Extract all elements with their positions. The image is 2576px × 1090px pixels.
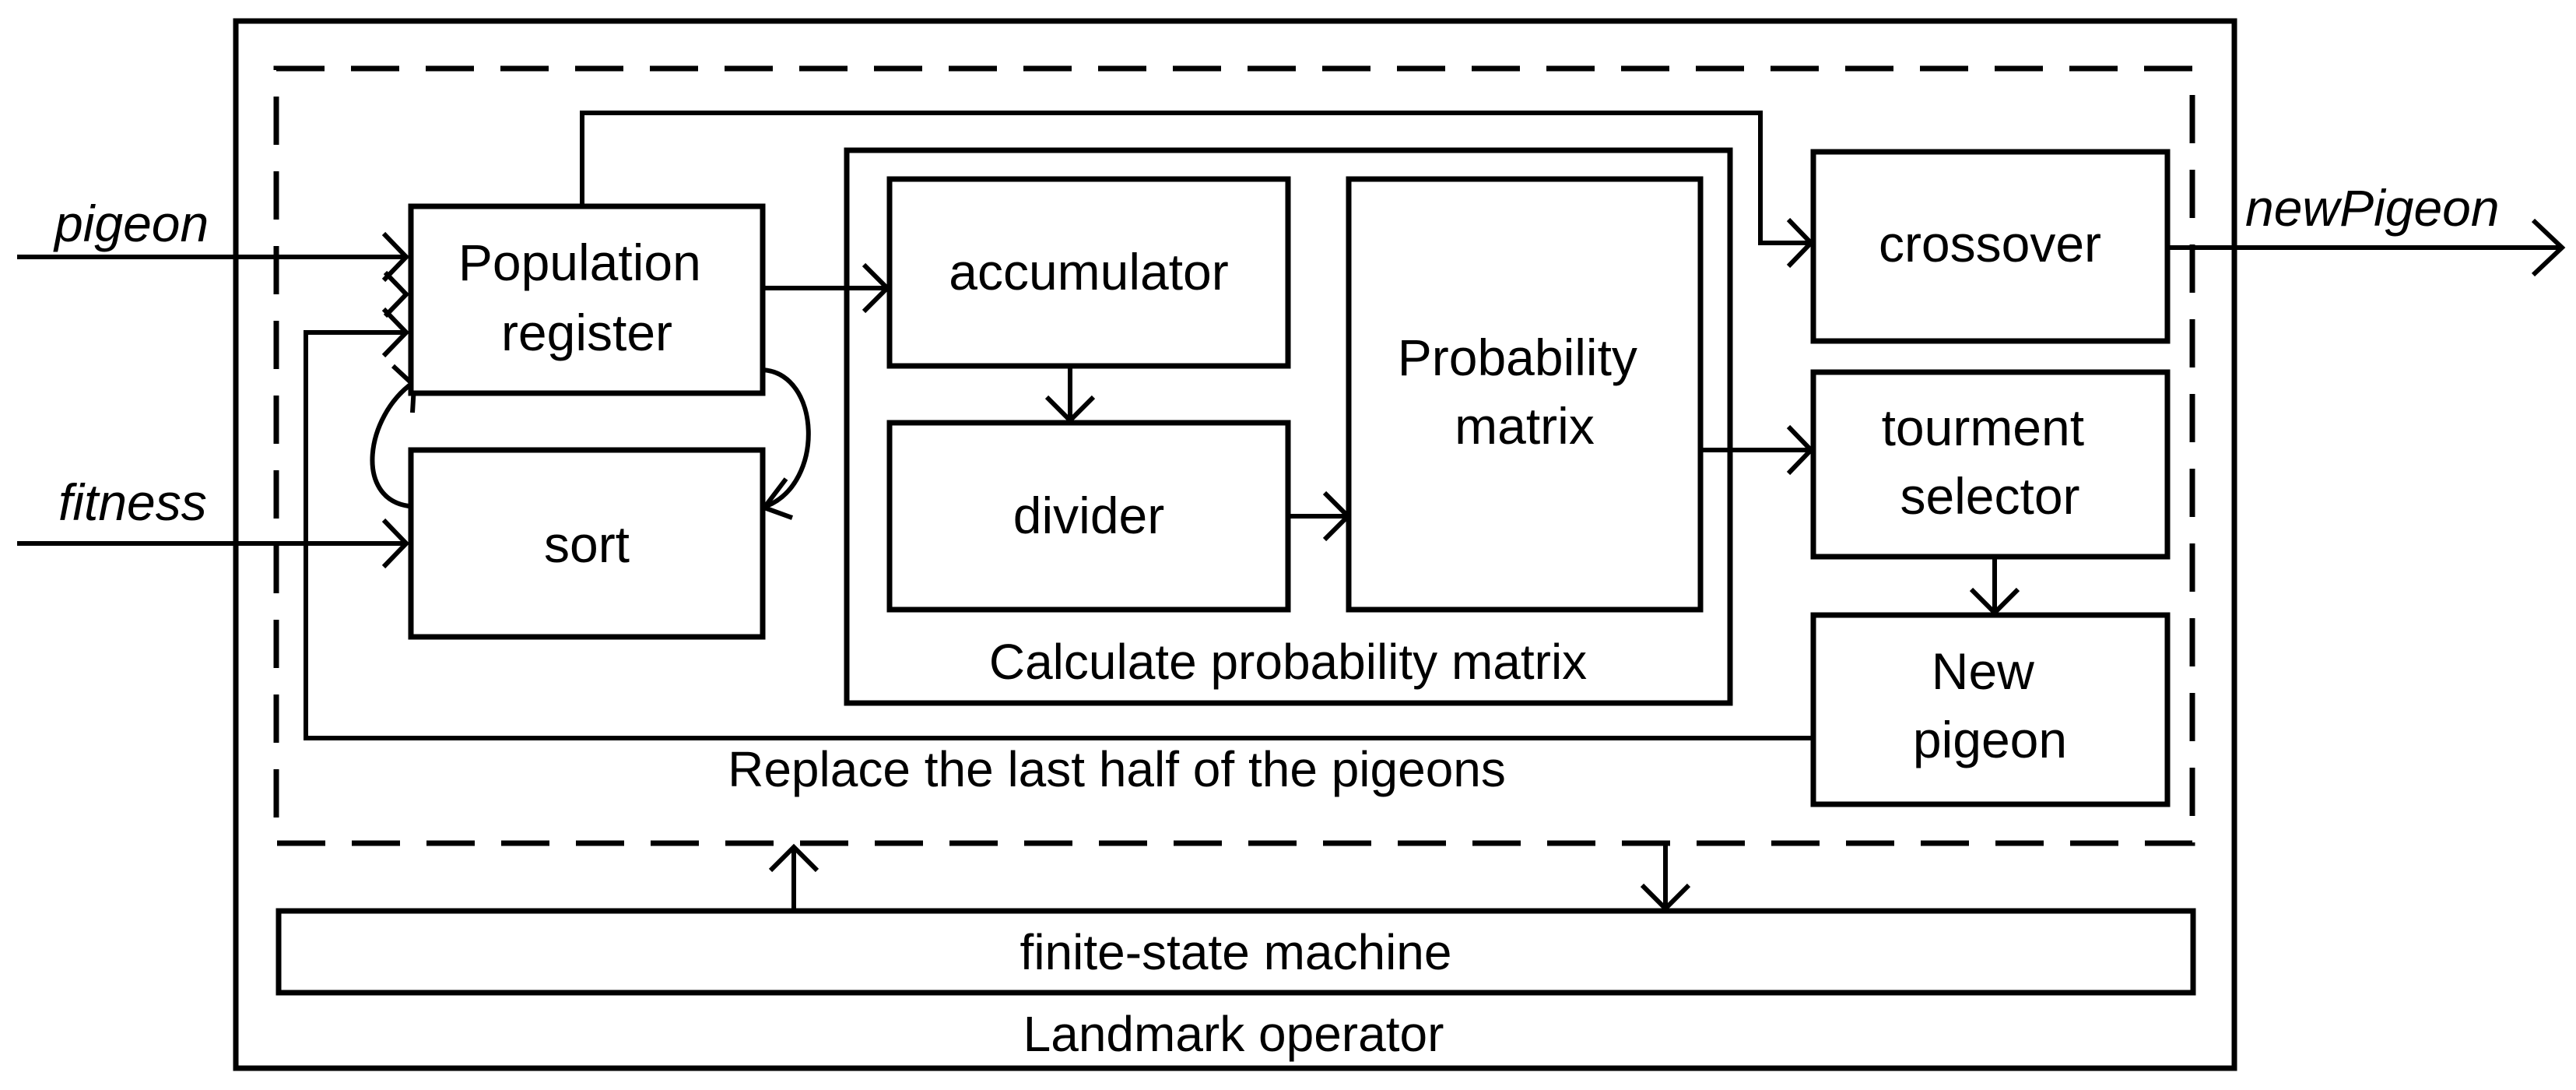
divider-label: divider: [1013, 487, 1164, 544]
probability-matrix-block: [1346, 176, 1704, 613]
fsm-up-arrowhead: [768, 843, 819, 873]
sort-block: [408, 447, 766, 640]
crossover-block: [1810, 149, 2171, 344]
sort-label: sort: [544, 515, 630, 573]
accumulator-label: accumulator: [949, 243, 1229, 301]
tourment-selector-block: [1810, 369, 2171, 560]
new-pigeon-output-label: newPigeon: [2245, 179, 2500, 237]
register-to-crossover-wire: [580, 111, 1809, 245]
divider-block: [886, 420, 1291, 613]
sort-to-register-loop: [370, 381, 414, 508]
population-register-label: Population register: [458, 234, 715, 361]
landmark-operator-label: Landmark operator: [1023, 1006, 1444, 1062]
crossover-label: crossover: [1879, 215, 2101, 272]
probability-matrix-label: Probability matrix: [1398, 329, 1652, 455]
fitness-input-label: fitness: [58, 473, 207, 531]
accumulator-block: [886, 176, 1291, 369]
replace-region-label: Replace the last half of the pigeons: [728, 741, 1506, 797]
output-arrowhead: [2531, 218, 2566, 277]
calculate-probability-group-label: Calculate probability matrix: [989, 634, 1587, 690]
new-pigeon-label: New pigeon: [1913, 642, 2067, 768]
pigeon-input-arrowhead: [381, 231, 410, 283]
new-pigeon-feedback-wire: [304, 330, 1812, 740]
register-to-sort-loop: [762, 367, 811, 508]
population-register-block: [408, 203, 766, 396]
register-arrowhead-mid: [383, 270, 410, 318]
fitness-input-arrowhead: [381, 518, 410, 569]
pigeon-input-label: pigeon: [53, 195, 209, 252]
finite-state-machine-label: finite-state machine: [1020, 924, 1452, 980]
feedback-arrowhead: [381, 307, 410, 358]
new-pigeon-block: [1810, 612, 2171, 807]
finite-state-machine-block: [275, 908, 2196, 996]
calculate-probability-group-frame: [844, 147, 1733, 706]
tourment-selector-label: tourment selector: [1882, 399, 2099, 525]
